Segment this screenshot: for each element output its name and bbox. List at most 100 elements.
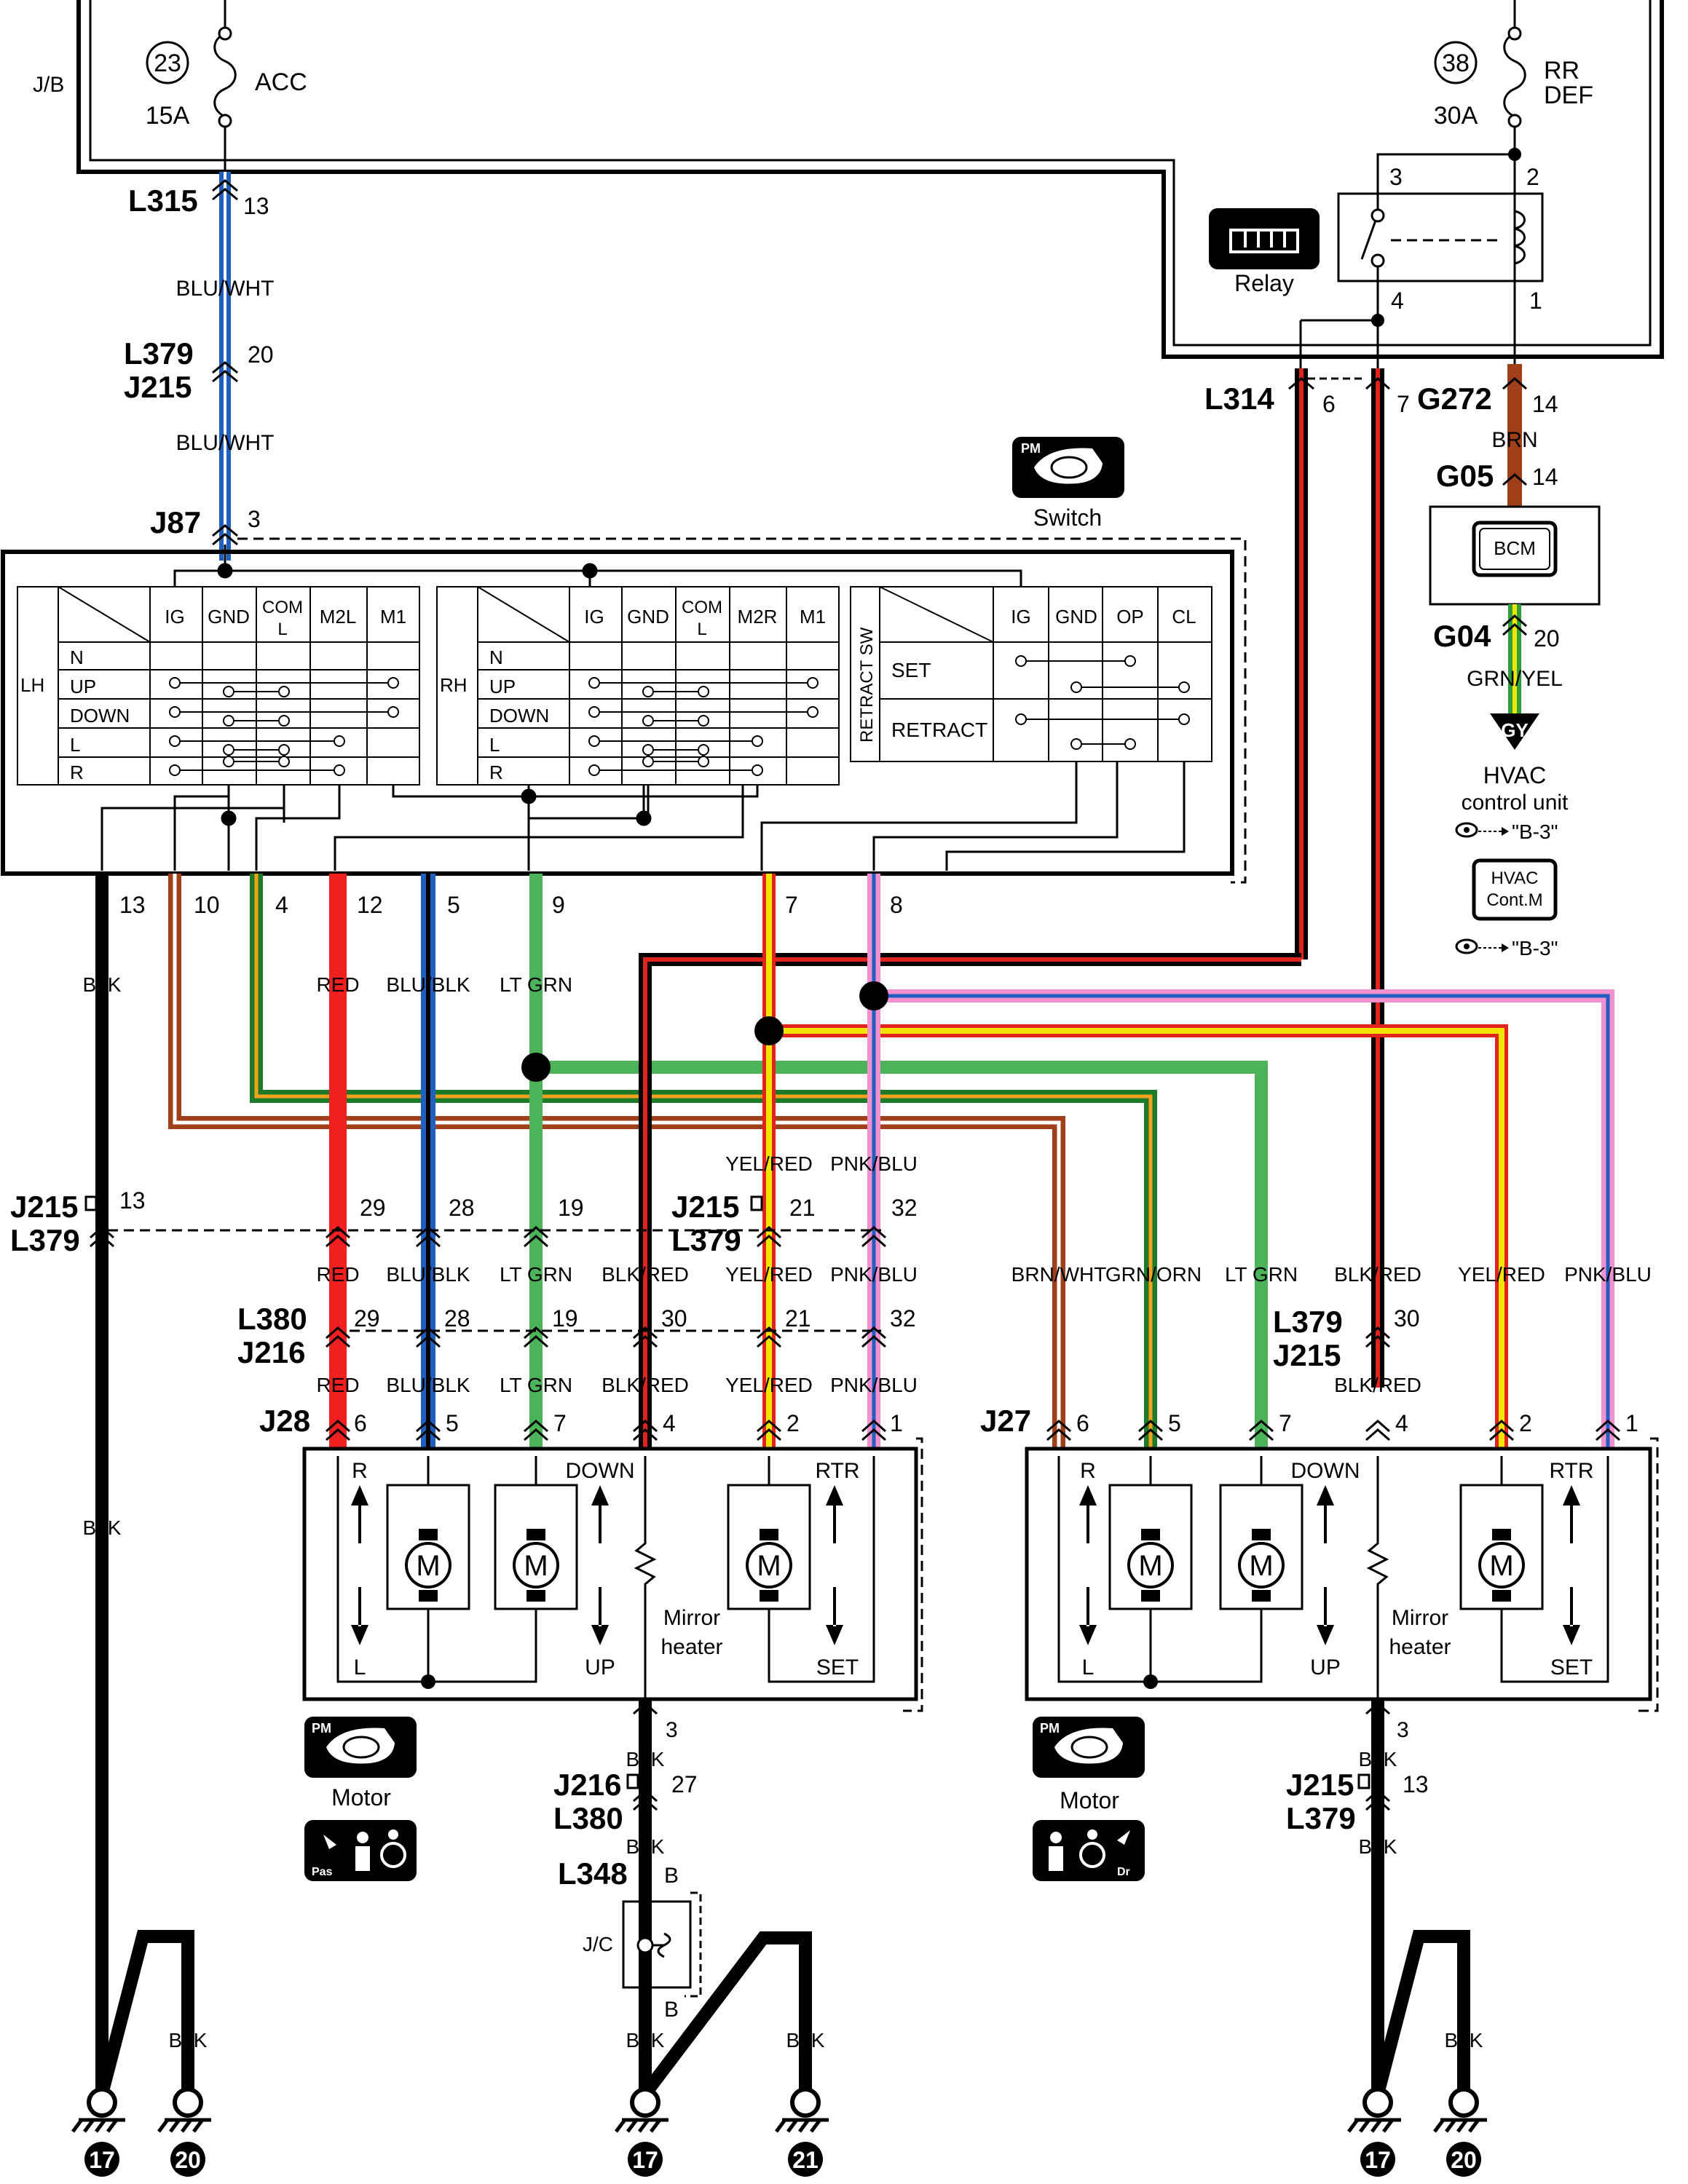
left-motor-r: R [352, 1459, 368, 1483]
connector-l314-name: L314 [1204, 381, 1274, 416]
connector-j215-mid-pin-32: 32 [891, 1195, 918, 1221]
wire-label-grn-yel: GRN/YEL [1467, 667, 1563, 691]
left-motor-set: SET [816, 1655, 859, 1679]
connector-j27-pin-2: 2 [1519, 1410, 1532, 1436]
fuse-acc: 23 15A ACC [146, 0, 307, 172]
ground-symbol-3: 17 [615, 2087, 669, 2177]
lh-col-com: COM [262, 598, 303, 617]
wire-label-blu-blk-1: BLU/BLK [386, 973, 470, 996]
rh-col-m2r: M2R [738, 606, 778, 628]
wire-label-blk-7: BLK [83, 1516, 122, 1539]
lh-row-n: N [70, 646, 84, 668]
bcm-box: BCM [1429, 505, 1601, 606]
wire-label-pnk-blu-2: PNK/BLU [830, 1263, 918, 1286]
switch-pin-12: 12 [357, 892, 383, 918]
connector-l314 [1288, 377, 1390, 390]
connector-j215-left-name1: J215 [10, 1190, 78, 1224]
hvac-line1: HVAC [1483, 762, 1547, 788]
retract-row-set: SET [891, 659, 931, 681]
driver-seat-icon: Dr [1033, 1820, 1145, 1881]
wire-blk-right-motor-ground [1371, 1699, 1384, 2094]
wire-blk-red-left [639, 953, 1301, 1456]
connector-l348-pin-top: B [664, 1864, 679, 1888]
lh-row-r: R [70, 761, 84, 783]
connector-l380-pin-21: 21 [785, 1305, 811, 1332]
lh-row-l: L [70, 734, 80, 756]
right-mirror-motor: M M M R L DOWN UP RTR SET Mirror heater [1025, 1437, 1659, 1712]
wire-label-blk-8: BLK [169, 2029, 208, 2052]
right-motor-m3: M [1489, 1550, 1513, 1582]
connector-j27-name: J27 [980, 1404, 1031, 1438]
pas-label: Pas [312, 1866, 333, 1878]
wire-label-blk-red-4: BLK/RED [602, 1374, 689, 1396]
wire-label-blu-blk-2: BLU/BLK [386, 1263, 470, 1286]
hvac-ref2: "B-3" [1512, 937, 1558, 960]
bcm-label: BCM [1494, 537, 1536, 559]
retract-col-op: OP [1116, 606, 1144, 628]
lh-row-down: DOWN [70, 705, 130, 727]
wire-red [329, 874, 347, 1456]
fuse-def-name-2: DEF [1544, 82, 1593, 109]
connector-l380-name1: L380 [237, 1302, 307, 1336]
rh-row-r: R [489, 761, 503, 783]
right-motor-heater1: Mirror [1392, 1606, 1448, 1630]
connector-j87 [212, 524, 238, 546]
connector-l379-top-name2: J215 [124, 370, 192, 404]
lh-table-side: LH [20, 674, 44, 696]
connector-j215-bot-pin: 13 [1403, 1771, 1429, 1797]
wire-label-lt-grn-4: LT GRN [500, 1374, 572, 1396]
relay-pin-2: 2 [1526, 164, 1539, 190]
connector-j216-bot-name2: L380 [553, 1801, 623, 1835]
connector-l379-j215-top [212, 361, 238, 383]
wire-label-pnk-blu-4: PNK/BLU [830, 1374, 918, 1396]
wire-lt-grn [521, 874, 1268, 1456]
connector-l380-pin-32: 32 [890, 1305, 916, 1332]
wire-label-grn-orn: GRN/ORN [1105, 1263, 1202, 1286]
lh-col-gnd: GND [208, 606, 250, 628]
mirror-switch-icon: PM [1012, 437, 1124, 498]
relay-pin-3: 3 [1389, 164, 1403, 190]
wire-label-lt-grn-2: LT GRN [500, 1263, 572, 1286]
wire-blk-red-l314-6 [1299, 319, 1378, 368]
connector-j216-bot-pin3: 3 [666, 1718, 678, 1742]
connector-j28-pin-4: 4 [663, 1410, 676, 1436]
switch-internal-lines [100, 545, 1186, 871]
wire-label-brn-wht: BRN/WHT [1011, 1263, 1107, 1286]
right-motor-label: Motor [1060, 1787, 1119, 1813]
switch-pin-13: 13 [119, 892, 146, 918]
relay-pin-1: 1 [1529, 288, 1542, 314]
wire-blk-main [95, 874, 109, 2094]
left-motor-rtr: RTR [815, 1459, 859, 1483]
retract-col-cl: CL [1172, 606, 1196, 628]
wire-label-blk-6: BLK [1359, 1835, 1397, 1858]
ground-5-label: 17 [1365, 2147, 1391, 2173]
connector-l379-right-pin: 30 [1394, 1305, 1420, 1332]
connector-l380-pin-19: 19 [552, 1305, 578, 1332]
fuse-rr-def: 38 30A RR DEF [1434, 0, 1593, 364]
connector-l380-name2: J216 [237, 1335, 305, 1369]
connector-j28-name: J28 [259, 1404, 310, 1438]
connector-l348-pin-bottom: B [664, 1998, 679, 2022]
connector-g04 [1502, 614, 1527, 636]
hvac-gy: GY [1501, 719, 1529, 741]
right-motor-set: SET [1550, 1655, 1593, 1679]
rh-col-com: COM [682, 598, 722, 617]
connector-j215-left-pin-29: 29 [360, 1195, 386, 1221]
wire-label-blu-blk-3: BLU/BLK [386, 1374, 470, 1396]
wire-red-l314 [1295, 368, 1308, 960]
lh-col-l: L [277, 620, 287, 639]
left-mirror-motor: M M M R L DOWN UP RTR SET Mirror heater [302, 1437, 923, 1712]
rh-row-down: DOWN [489, 705, 549, 727]
left-motor-label: Motor [331, 1784, 391, 1811]
ground-symbol-1: 17 [71, 2087, 125, 2177]
connector-g05-name: G05 [1436, 459, 1494, 493]
ground-1-label: 17 [89, 2147, 115, 2173]
right-motor-r: R [1080, 1459, 1096, 1483]
lh-switch-table [17, 586, 420, 786]
switch-box [1, 550, 1234, 876]
mirror-motor-icon-left: PM [304, 1717, 417, 1778]
connector-l314-pin-a: 6 [1322, 391, 1336, 417]
connector-j28-pin-1: 1 [890, 1410, 903, 1436]
connector-l315-pin: 13 [243, 193, 269, 219]
right-motor-up: UP [1310, 1655, 1341, 1679]
